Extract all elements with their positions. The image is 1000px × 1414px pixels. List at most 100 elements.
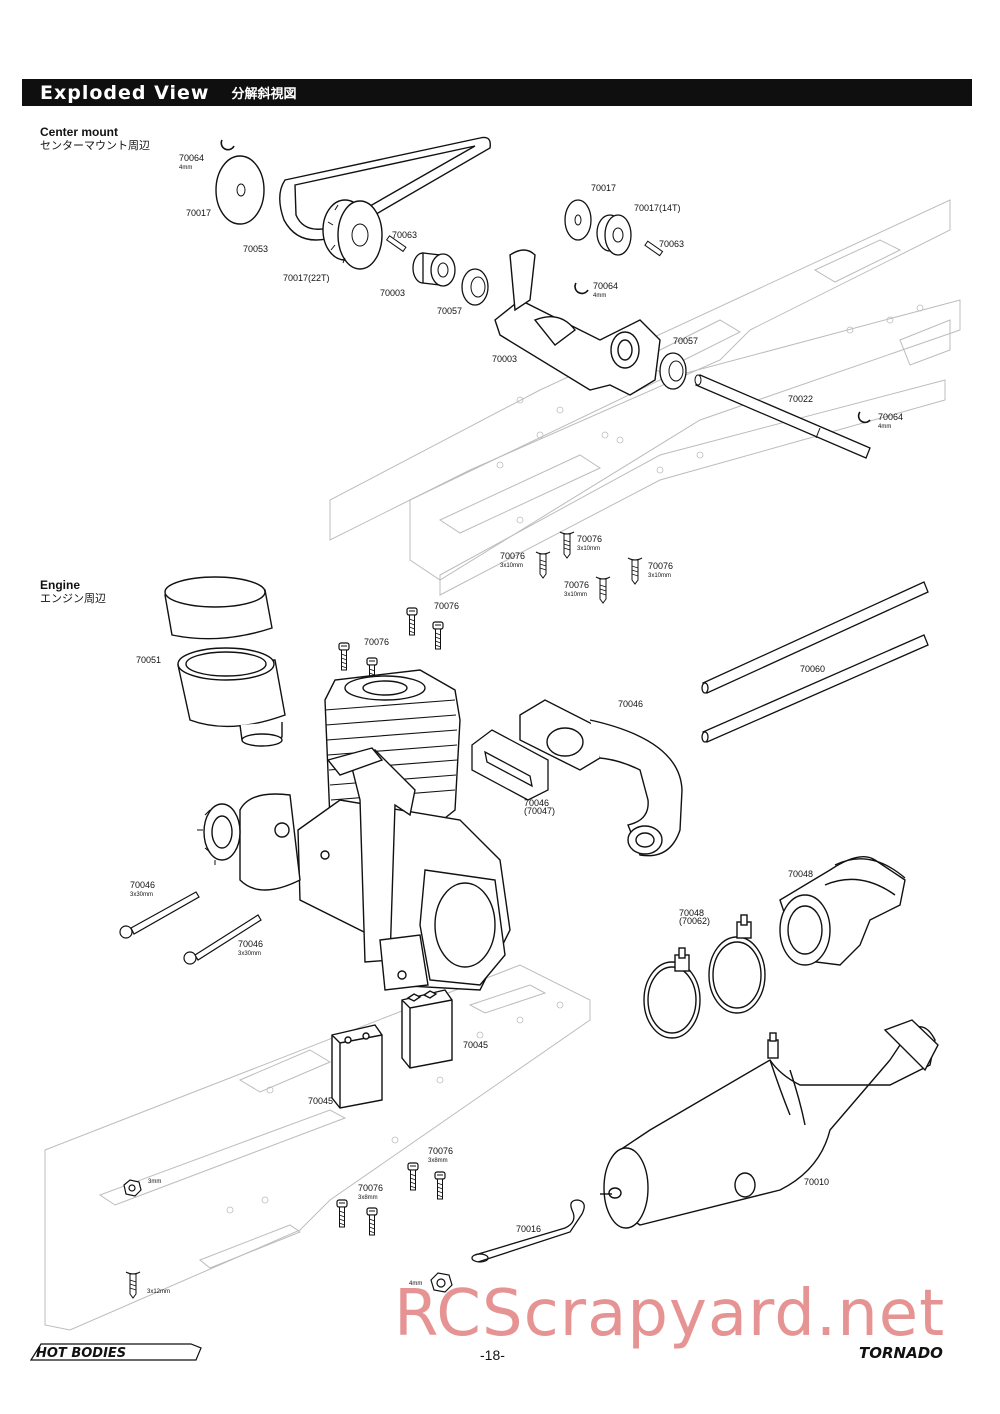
part-number-label: 70064 xyxy=(878,412,903,422)
watermark-text: RCScrapyard.net xyxy=(394,1277,946,1351)
page-number: -18- xyxy=(480,1347,505,1363)
center-mount-title-en: Center mount xyxy=(40,125,118,139)
cap-screw xyxy=(407,1162,419,1191)
part-size-label: 3x12mm xyxy=(147,1289,170,1295)
pin xyxy=(644,240,664,257)
part-number-label: 70076 xyxy=(364,637,389,647)
tornado-logo: TORNADO xyxy=(859,1344,943,1362)
pulley-flange xyxy=(564,199,592,241)
e-clip xyxy=(857,411,871,424)
part-size-label: 3x10mm xyxy=(577,546,600,552)
countersunk-screw xyxy=(595,576,611,604)
cap-screw xyxy=(336,1199,348,1228)
part-number-label: 70046 xyxy=(130,880,155,890)
part-number-label: 70057 xyxy=(437,306,462,316)
band-clip xyxy=(643,914,766,1039)
engine-mount xyxy=(331,989,453,1109)
part-number-label: 70046 xyxy=(618,699,643,709)
part-size-label: 3mm xyxy=(148,1179,161,1185)
lower-chassis-holes xyxy=(226,1001,564,1214)
pulley-22t xyxy=(322,199,383,270)
hub xyxy=(412,252,456,287)
part-number-label: 70022 xyxy=(788,394,813,404)
part-size-label: 3x10mm xyxy=(648,573,671,579)
part-size-label: 4mm xyxy=(593,293,606,299)
part-size-label: 4mm xyxy=(409,1281,422,1287)
part-size-label: (70047) xyxy=(524,806,555,816)
cap-screw xyxy=(338,642,350,671)
part-number-label: 70003 xyxy=(380,288,405,298)
exhaust-coupler xyxy=(779,856,906,966)
part-number-label: 70064 xyxy=(179,153,204,163)
part-size-label: (70062) xyxy=(679,916,710,926)
part-number-label: 70076 xyxy=(577,534,602,544)
center-mount-section-title: Center mount センターマウント周辺 xyxy=(40,125,150,153)
part-number-label: 70045 xyxy=(463,1040,488,1050)
hot-bodies-logo: HOT BODIES xyxy=(29,1343,202,1361)
part-size-label: 3x30mm xyxy=(130,892,153,898)
engine-title-jp: エンジン周辺 xyxy=(40,593,106,605)
page-title-jp: 分解斜視図 xyxy=(231,87,297,102)
part-size-label: 3x10mm xyxy=(564,592,587,598)
lower-chassis-plate xyxy=(44,964,591,1331)
part-number-label: 70063 xyxy=(392,230,417,240)
part-number-label: 70017 xyxy=(186,208,211,218)
part-number-label: 70048 xyxy=(788,869,813,879)
part-number-label: 70046 xyxy=(238,939,263,949)
part-number-label: 70017(22T) xyxy=(283,273,330,283)
part-size-label: 3x8mm xyxy=(428,1158,448,1164)
engine-section-title: Engine エンジン周辺 xyxy=(40,578,106,606)
countersunk-screw xyxy=(535,551,551,579)
cap-screw xyxy=(366,1207,378,1236)
part-number-label: 70017 xyxy=(591,183,616,193)
upper-chassis-holes xyxy=(496,304,924,524)
drive-belt xyxy=(279,136,491,241)
center-mount-title-jp: センターマウント周辺 xyxy=(40,140,150,152)
air-filter-cap xyxy=(164,576,273,640)
part-number-label: 70003 xyxy=(492,354,517,364)
part-number-label: 70045 xyxy=(308,1096,333,1106)
countersunk-screw xyxy=(559,531,575,559)
pulley-14t xyxy=(596,214,632,256)
part-number-label: 70076 xyxy=(358,1183,383,1193)
cap-screw xyxy=(434,1171,446,1200)
part-number-label: 70046 xyxy=(524,798,549,808)
part-number-label: 70051 xyxy=(136,655,161,665)
part-number-label: 70076 xyxy=(434,601,459,611)
part-labels: 700644mm700177005370017(22T)700637000370… xyxy=(130,153,903,1295)
part-number-label: 70057 xyxy=(673,336,698,346)
e-clip xyxy=(574,282,589,295)
long-screw xyxy=(119,891,262,965)
upper-chassis-plate xyxy=(329,199,961,596)
pin xyxy=(385,235,407,253)
pipe-spring xyxy=(471,1199,585,1263)
cap-screw xyxy=(432,621,444,650)
e-clip xyxy=(220,139,235,151)
bearing xyxy=(659,352,687,390)
pulley-flange xyxy=(215,155,265,225)
nut-3mm xyxy=(123,1179,142,1197)
part-size-label: 3x8mm xyxy=(358,1195,378,1201)
part-number-label: 70016 xyxy=(516,1224,541,1234)
brand-right-text: TORNADO xyxy=(859,1344,943,1362)
exhaust-manifold xyxy=(519,699,683,857)
part-number-label: 70017(14T) xyxy=(634,203,681,213)
nut-4mm xyxy=(430,1272,453,1293)
header-bar: Exploded View 分解斜視図 xyxy=(22,79,972,106)
brand-left-text: HOT BODIES xyxy=(36,1346,126,1361)
part-number-label: 70076 xyxy=(428,1146,453,1156)
page-title: Exploded View xyxy=(40,81,210,104)
center-shaft xyxy=(694,374,871,459)
exhaust-gasket xyxy=(471,729,549,801)
part-number-label: 70063 xyxy=(659,239,684,249)
part-number-label: 70076 xyxy=(500,551,525,561)
part-number-label: 70076 xyxy=(648,561,673,571)
part-number-label: 70010 xyxy=(804,1177,829,1187)
part-size-label: 3x30mm xyxy=(238,951,261,957)
part-number-label: 70060 xyxy=(800,664,825,674)
engine xyxy=(197,669,511,991)
countersunk-screw xyxy=(627,557,643,585)
part-size-label: 3x10mm xyxy=(500,563,523,569)
part-number-label: 70064 xyxy=(593,281,618,291)
